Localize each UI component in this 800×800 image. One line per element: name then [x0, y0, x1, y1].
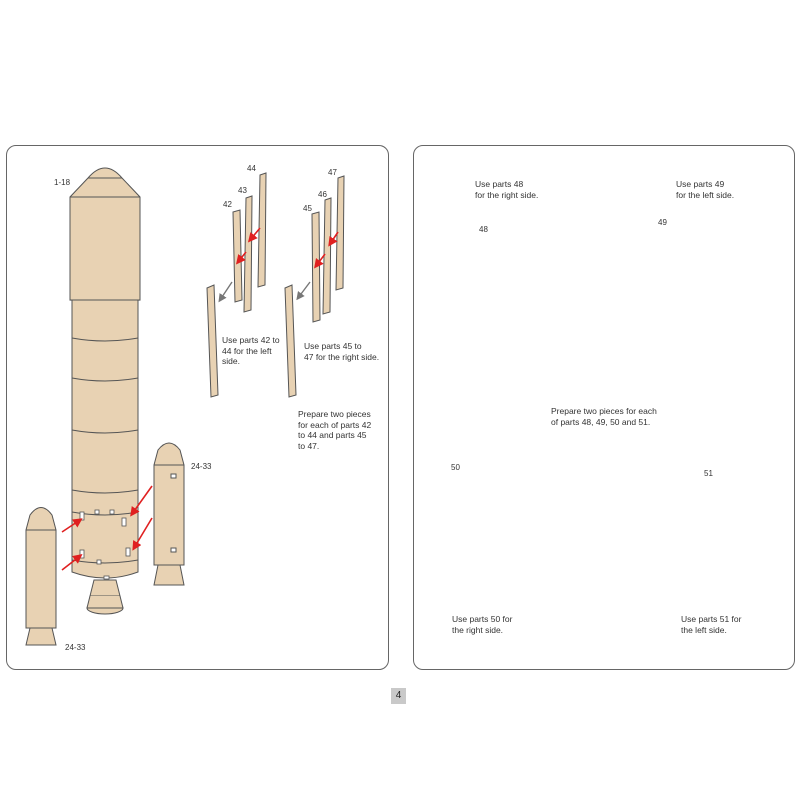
label-part-44: 44	[247, 164, 256, 173]
strip-43	[243, 195, 253, 313]
note-use-50: Use parts 50 for the right side.	[452, 614, 513, 635]
strip-45	[311, 211, 321, 323]
strip-assembled-left	[206, 284, 219, 398]
note-prepare-48-51: Prepare two pieces for each of parts 48,…	[551, 406, 657, 427]
label-part-43: 43	[238, 186, 247, 195]
label-part-48: 48	[479, 225, 488, 234]
label-parts-24-33-right: 24-33	[191, 462, 212, 471]
label-part-49: 49	[658, 218, 667, 227]
strip-assembled-right	[284, 284, 297, 398]
core-stage-1-18	[69, 167, 141, 615]
note-use-49: Use parts 49 for the left side.	[676, 179, 735, 200]
strip-47	[335, 175, 345, 291]
note-right-side: Use parts 45 to 47 for the right side.	[304, 341, 380, 362]
label-part-45: 45	[303, 204, 312, 213]
strip-42	[232, 209, 243, 303]
label-part-47: 47	[328, 168, 337, 177]
strip-44	[257, 172, 267, 288]
label-part-51: 51	[704, 469, 713, 478]
label-part-42: 42	[223, 200, 232, 209]
note-left-side: Use parts 42 to 44 for the left side.	[222, 335, 280, 366]
booster-right-24-33	[153, 442, 185, 586]
right-instruction-panel	[413, 145, 795, 670]
note-prepare-42-47: Prepare two pieces for each of parts 42 …	[298, 409, 372, 451]
booster-attach-arrows	[61, 485, 153, 571]
core-engine	[89, 579, 121, 597]
label-part-50: 50	[451, 463, 460, 472]
note-use-51: Use parts 51 for the left side.	[681, 614, 742, 635]
label-part-46: 46	[318, 190, 327, 199]
label-parts-24-33-left: 24-33	[65, 643, 86, 652]
strips-45-47	[284, 175, 345, 398]
label-parts-1-18: 1-18	[54, 178, 71, 187]
note-use-48: Use parts 48 for the right side.	[475, 179, 539, 200]
page-number: 4	[391, 688, 406, 704]
core-body	[71, 299, 139, 579]
core-nose	[69, 167, 141, 301]
booster-left-24-33	[25, 507, 57, 646]
strip-46	[322, 197, 332, 315]
